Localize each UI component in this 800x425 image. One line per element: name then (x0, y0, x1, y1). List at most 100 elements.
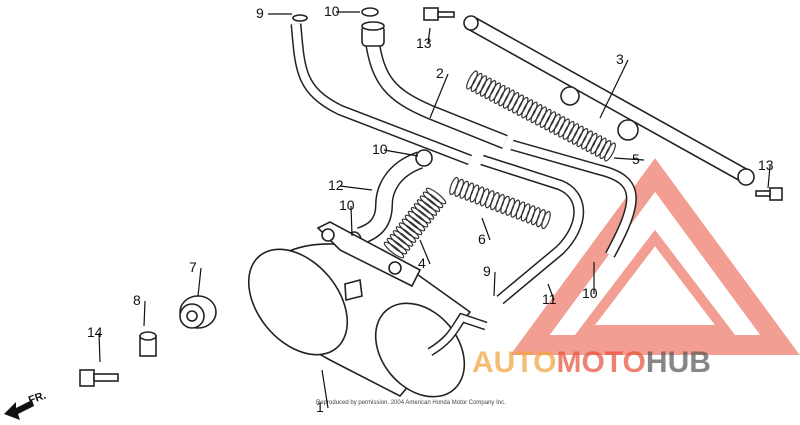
spring-5-coil (553, 116, 566, 136)
spring-4-coil (398, 222, 420, 240)
callout-leader-c6 (481, 217, 491, 241)
spring-5-coil (548, 113, 561, 133)
bolt-14 (79, 369, 119, 387)
spring-6-coil (479, 188, 490, 207)
watermark-wordmark: AUTOMOTOHUB (472, 346, 711, 379)
spring-6-coil (490, 192, 500, 211)
spring-5-coil (475, 75, 488, 95)
callout-leader-c13b (767, 165, 771, 189)
spring-5-coil (512, 94, 524, 114)
callout-label-c9a: 9 (256, 5, 264, 21)
hose-9-long (290, 14, 472, 166)
callout-label-c2: 2 (436, 65, 444, 81)
hose-11 (480, 139, 637, 305)
spring-5-coil (571, 125, 584, 145)
spring-5-coil (544, 111, 557, 131)
spring-4-coil (410, 206, 432, 224)
hose-12-elbow (346, 149, 433, 249)
spring-5-coil (466, 70, 478, 90)
callout-leader-c2 (429, 73, 449, 119)
spring-6-coil (541, 210, 551, 230)
spring-5-coil (484, 80, 497, 100)
spring-5-coil (558, 118, 570, 138)
collar-8 (139, 331, 157, 357)
callout-label-c5: 5 (632, 151, 640, 167)
spring-4-coil (419, 195, 441, 213)
callout-label-c10c: 10 (339, 197, 355, 213)
callout-label-c12: 12 (328, 177, 344, 193)
callout-label-c11: 11 (542, 291, 557, 307)
spring-5-coil (489, 82, 501, 102)
spring-6-coil (505, 197, 516, 216)
spring-4-coil (389, 233, 411, 251)
spring-4-coil (404, 214, 426, 232)
callout-leader-c12 (339, 185, 373, 191)
spring-6-coil (449, 176, 459, 196)
spring-5-coil (585, 132, 598, 152)
watermark-word-hub: HUB (646, 346, 711, 379)
copyright-text: Reproduced by permission. 2004 American … (316, 400, 506, 406)
spring-5-coil (539, 108, 552, 128)
callout-leader-c7 (197, 267, 202, 297)
callout-label-c13a: 13 (416, 35, 432, 51)
canister-1 (247, 221, 488, 398)
spring-6-coil (515, 201, 526, 220)
watermark-logo-mark (510, 158, 800, 355)
spring-5-coil (567, 123, 580, 143)
spring-5-coil (479, 77, 492, 97)
spring-4-coil (395, 226, 417, 243)
spring-5-coil (594, 137, 607, 157)
callout-leader-c4 (419, 239, 431, 265)
callout-label-c3: 3 (616, 51, 624, 67)
callout-leader-c10c (350, 205, 353, 237)
callout-leader-c3 (599, 59, 629, 119)
spring-5-coil (507, 92, 520, 112)
callout-label-c1: 1 (316, 399, 324, 415)
front-direction-arrow: FR. (4, 389, 48, 420)
spring-6-coil (484, 190, 495, 209)
watermark-word-auto: AUTO (472, 346, 556, 379)
spring-5-coil (581, 130, 593, 150)
spring-6-coil (525, 205, 536, 224)
spring-4-coil (416, 199, 438, 216)
callout-label-c14: 14 (87, 324, 103, 340)
spring-6-coil (530, 207, 541, 226)
callout-label-c6: 6 (478, 231, 486, 247)
spring-5-coil (562, 120, 575, 140)
callout-leader-c1 (321, 369, 329, 409)
callout-leader-c5 (613, 157, 645, 161)
spring-6-coil (459, 180, 470, 199)
spring-5-coil (604, 142, 616, 162)
callout-label-c10a: 10 (324, 3, 340, 19)
spring-6-coil (464, 182, 475, 201)
spring-4-coil (386, 237, 408, 255)
spring-6-coil (520, 203, 531, 222)
bolt-13-right (755, 187, 783, 201)
callout-label-c13b: 13 (758, 157, 774, 173)
spring-6-coil (500, 195, 510, 214)
spring-4-coil (413, 203, 435, 220)
spring-5-coil (599, 140, 612, 160)
fr-label: FR. (27, 389, 48, 406)
spring-5-coil (498, 87, 511, 107)
spring-5-coil (521, 99, 534, 119)
spring-4-coil (425, 187, 447, 205)
spring-5-coil (525, 101, 538, 121)
spring-6-coil (474, 186, 485, 205)
callout-label-c10b: 10 (372, 141, 388, 157)
callout-leader-c14 (98, 332, 101, 363)
callout-label-c8: 8 (133, 292, 141, 308)
spring-6-coil (495, 193, 505, 213)
callout-label-c10d: 10 (582, 285, 598, 301)
spring-5-coil (502, 89, 515, 109)
spring-coils (383, 70, 616, 259)
svg-text:AUTOMOTOHUB: AUTOMOTOHUB (472, 346, 711, 379)
callout-leader-c10b (383, 149, 419, 157)
spring-6-coil (454, 178, 464, 197)
spring-6-coil (536, 209, 546, 228)
spring-6-coil (469, 184, 480, 203)
spring-5-coil (535, 106, 547, 126)
callout-leader-c13a (427, 27, 431, 45)
